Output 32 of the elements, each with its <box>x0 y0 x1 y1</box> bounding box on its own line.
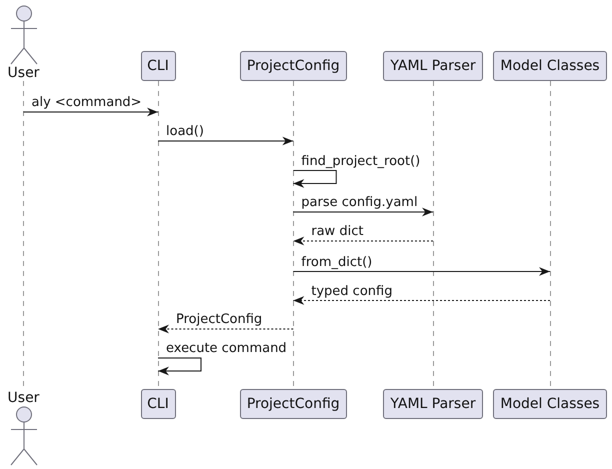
lifeline <box>156 80 160 388</box>
participant-box: YAML Parser <box>383 50 483 80</box>
participant-box: ProjectConfig <box>240 50 346 80</box>
message-label: find_project_root() <box>301 154 420 168</box>
message-arrow <box>23 108 158 116</box>
participant-box: CLI <box>140 388 176 418</box>
message-arrow <box>292 267 550 276</box>
actor-name: User <box>8 65 40 81</box>
participant-box: Model Classes <box>493 50 607 80</box>
message-label: ProjectConfig <box>176 312 262 327</box>
participant-box: ProjectConfig <box>240 388 346 418</box>
message-label: from_dict() <box>301 254 372 270</box>
message-label: execute command <box>166 341 287 356</box>
lifeline <box>292 80 295 388</box>
actor-name: User <box>8 390 40 406</box>
message-label: parse config.yaml <box>301 195 418 210</box>
participant-box: YAML Parser <box>383 388 483 418</box>
return-arrow <box>292 296 550 305</box>
lifeline <box>548 80 552 388</box>
self-message-arrow <box>292 170 337 188</box>
lifeline <box>432 80 434 388</box>
return-arrow <box>158 324 294 334</box>
participant-box: CLI <box>140 50 176 80</box>
message-label: raw dict <box>311 224 364 239</box>
message-label: load() <box>166 124 204 139</box>
participant-box: Model Classes <box>493 388 607 418</box>
message-arrow <box>292 208 434 216</box>
return-arrow <box>292 236 434 246</box>
self-message-arrow <box>158 358 202 376</box>
message-label: aly <command> <box>32 95 142 110</box>
message-arrow <box>158 136 294 146</box>
message-label: typed config <box>311 284 392 298</box>
